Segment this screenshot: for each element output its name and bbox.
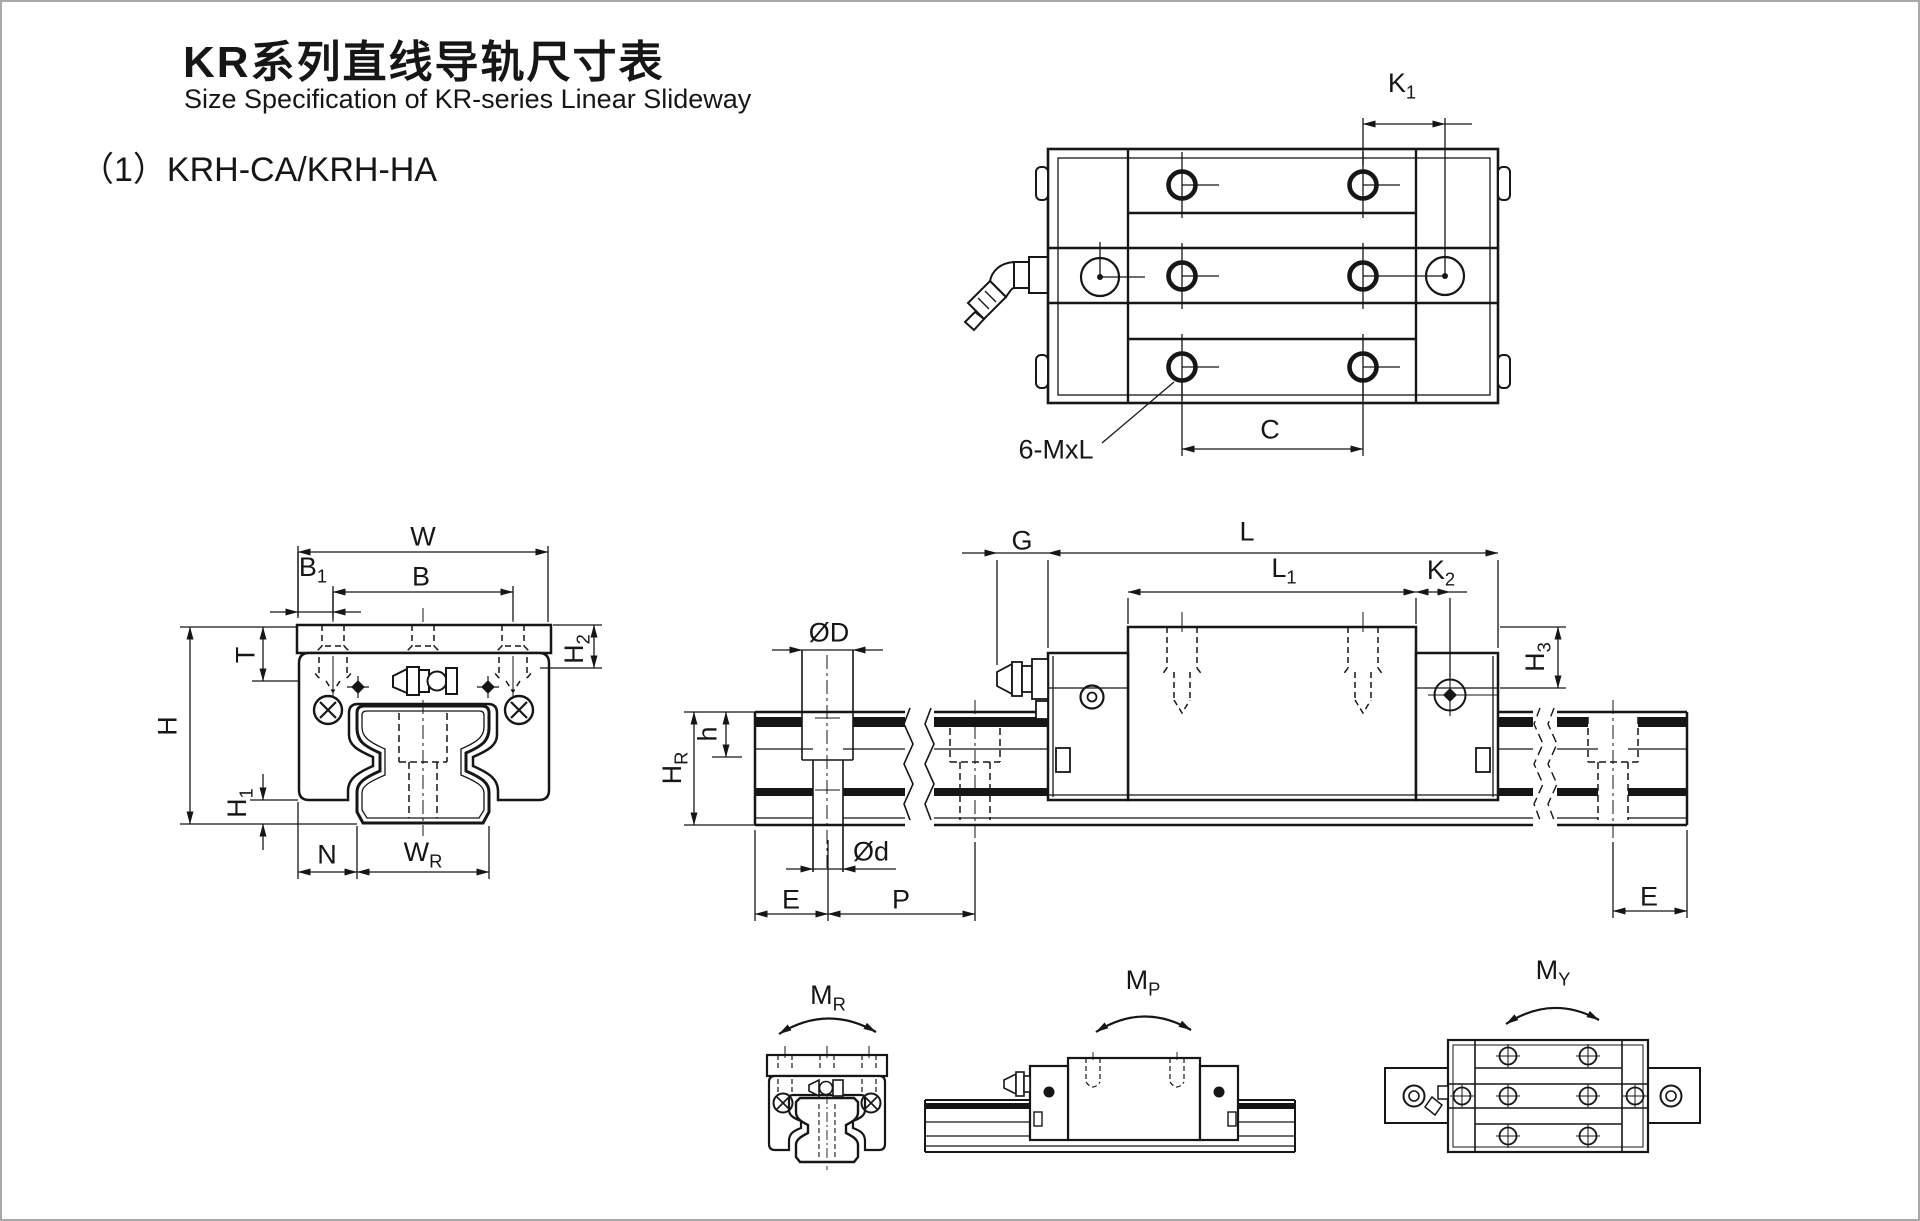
dim-label-b: B bbox=[411, 561, 431, 592]
dim-label-h1: H1 bbox=[222, 788, 257, 818]
end-cap-port-icon bbox=[1079, 684, 1105, 710]
dim-label-c: C bbox=[1260, 414, 1280, 445]
grease-nipple-icon bbox=[1003, 1071, 1031, 1097]
dim-label-n: N bbox=[317, 839, 337, 870]
front-view-drawing bbox=[180, 546, 602, 879]
dim-label-6mxl: 6-MxL bbox=[1018, 434, 1094, 465]
dim-label-h: H bbox=[152, 716, 183, 736]
side-view-drawing bbox=[684, 549, 1689, 921]
moment-mp-diagram bbox=[924, 1015, 1296, 1153]
section-heading: （1）KRH-CA/KRH-HA bbox=[80, 151, 438, 189]
carriage-block-side bbox=[996, 612, 1500, 802]
end-cap-target-icon bbox=[1428, 674, 1497, 716]
hidden-bolt-hole bbox=[1587, 700, 1639, 838]
dim-label-h-depth: h bbox=[692, 726, 723, 742]
moment-arc-icon bbox=[778, 1017, 877, 1035]
counterbore-detail bbox=[801, 650, 854, 872]
dim-label-g: G bbox=[1011, 525, 1033, 556]
rail-right-segment bbox=[1557, 700, 1689, 838]
dim-label-od: ØD bbox=[808, 617, 850, 648]
top-view-drawing bbox=[963, 118, 1511, 456]
dim-k1 bbox=[1362, 118, 1472, 276]
dim-label-h3: H3 bbox=[1520, 642, 1555, 672]
moment-mr-diagram bbox=[765, 1017, 889, 1170]
dim-label-p: P bbox=[891, 884, 911, 915]
dim-label-w: W bbox=[410, 521, 436, 552]
rail-break-right bbox=[1533, 707, 1558, 821]
end-cap-hole-icons bbox=[1079, 242, 1466, 298]
rail-hole-icons bbox=[1402, 1084, 1683, 1108]
dim-label-l: L bbox=[1239, 516, 1255, 547]
grease-nipple-icon bbox=[808, 1078, 844, 1098]
moment-arc-icon bbox=[1505, 1006, 1600, 1025]
moment-label-my: MY bbox=[1535, 955, 1571, 990]
dim-label-e-left: E bbox=[781, 884, 801, 915]
dim-label-e-right: E bbox=[1639, 881, 1659, 912]
cross-screw-icons bbox=[312, 694, 535, 726]
body-tapped-holes bbox=[312, 656, 534, 696]
grease-nipple-icon bbox=[1423, 1085, 1449, 1117]
dim-c bbox=[1181, 382, 1364, 456]
side-seal-tabs bbox=[1035, 166, 1511, 389]
page-title-english: Size Specification of KR-series Linear S… bbox=[184, 84, 752, 114]
dim-label-h2: H2 bbox=[559, 634, 594, 664]
block-hole-icons bbox=[1450, 1044, 1647, 1148]
leader-6mxl bbox=[1101, 381, 1175, 444]
lube-port-icons bbox=[347, 676, 499, 698]
side-dimensions bbox=[684, 549, 1688, 921]
moment-label-mp: MP bbox=[1125, 965, 1161, 1000]
dim-label-hr: HR bbox=[657, 751, 692, 785]
block-tapped-holes bbox=[1160, 627, 1385, 715]
dim-label-k2: K2 bbox=[1426, 555, 1456, 590]
dim-label-od-small: Ød bbox=[852, 836, 890, 867]
dim-label-l1: L1 bbox=[1271, 553, 1297, 588]
grease-nipple-icon bbox=[996, 658, 1049, 720]
grease-nipple-icon bbox=[963, 256, 1049, 332]
page-title-chinese: KR系列直线导轨尺寸表 bbox=[183, 38, 665, 87]
moment-my-diagram bbox=[1384, 1006, 1701, 1154]
front-dimensions bbox=[180, 546, 602, 879]
cross-screw-icons bbox=[772, 1092, 882, 1114]
dim-label-wr: WR bbox=[403, 837, 443, 872]
grease-nipple-icon bbox=[392, 666, 458, 696]
tapped-hole-icons bbox=[1166, 152, 1400, 400]
dim-label-t: T bbox=[230, 646, 261, 664]
dim-label-b1: B1 bbox=[298, 552, 328, 587]
moment-label-mr: MR bbox=[810, 980, 846, 1015]
rail-break-left bbox=[903, 707, 935, 821]
rail-left-segment bbox=[753, 710, 905, 827]
dim-label-k1: K1 bbox=[1387, 68, 1417, 103]
hidden-bolt-hole bbox=[949, 700, 1001, 838]
rail-profile bbox=[355, 700, 491, 836]
moment-arc-icon bbox=[1095, 1015, 1192, 1033]
